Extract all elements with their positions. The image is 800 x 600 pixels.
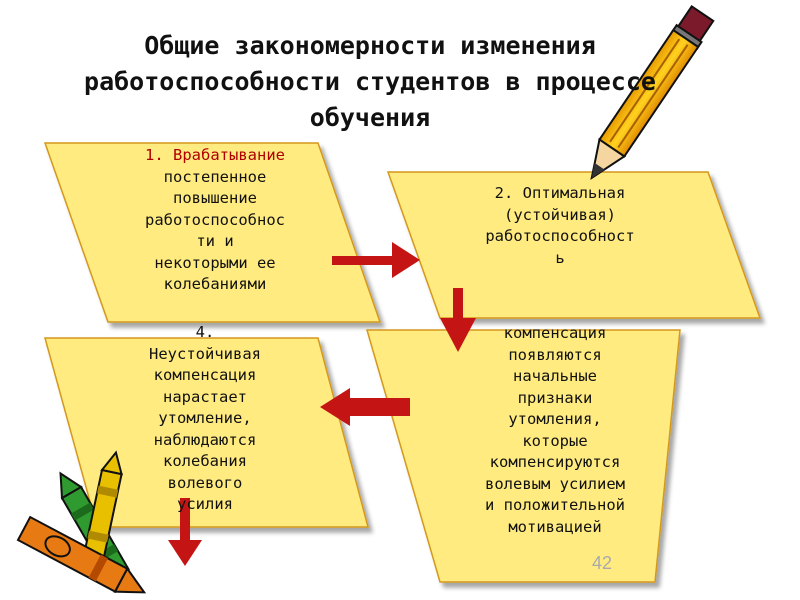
arrow-down-bottom-icon	[168, 498, 202, 566]
block-3-line: начальные	[513, 367, 597, 385]
block-4-line: утомление,	[158, 409, 252, 427]
block-3-line: и положительной	[485, 496, 625, 514]
arrow-left-icon	[320, 388, 410, 426]
block-1-line: некоторыми ее	[154, 253, 276, 272]
arrow-right-icon	[332, 242, 420, 278]
block-4-line: колебания	[163, 452, 247, 470]
block-2-line: работоспособност	[485, 227, 635, 245]
block-4-line: волевого	[167, 473, 243, 492]
block-1-shape	[43, 142, 382, 323]
block-1-text: 1. Врабатывание постепенное повышение ра…	[110, 145, 320, 296]
page-title: Общие закономерности изменения работоспо…	[84, 31, 656, 132]
block-4-line: усилия	[177, 495, 233, 513]
block-3-line: компенсируются	[489, 453, 621, 471]
block-1-line: постепенное	[163, 167, 267, 186]
block-4-shape	[44, 337, 369, 528]
block-4-line: 4.	[195, 323, 215, 341]
block-2-text: 2. Оптимальная (устойчивая) работоспособ…	[450, 183, 670, 269]
block-1-line: колебаниями	[163, 275, 267, 293]
page-number: 42	[592, 553, 613, 573]
block-3-line: компенсация	[503, 324, 607, 342]
block-3-line: появляются	[508, 345, 602, 364]
block-4-line: компенсация	[153, 366, 257, 384]
pencil-icon	[590, 5, 715, 180]
block-3-line: мотивацией	[508, 517, 602, 536]
block-3-text: компенсация появляются начальные признак…	[440, 323, 670, 538]
block-4-line: наблюдаются	[153, 430, 257, 449]
block-3-line: волевым усилием	[485, 474, 625, 493]
block-3-line: утомления,	[508, 410, 602, 428]
block-2-heading: 2. Оптимальная	[494, 184, 626, 202]
block-3-shape	[366, 329, 681, 583]
block-3-line: которые	[522, 431, 588, 450]
block-4-text: 4. Неустойчивая компенсация нарастает ут…	[95, 322, 315, 516]
block-4-line: Неустойчивая	[149, 344, 261, 363]
block-1-heading: 1. Врабатывание	[145, 146, 285, 164]
block-1-line: ти и	[196, 232, 234, 250]
crayons-icon	[16, 450, 147, 594]
block-2-line: ь	[555, 248, 565, 267]
block-3-line: признаки	[517, 388, 593, 407]
block-4-line: нарастает	[163, 387, 247, 406]
block-2-line: (устойчивая)	[504, 205, 616, 224]
block-1-line: работоспособнос	[145, 210, 285, 229]
arrow-down-icon	[440, 288, 476, 352]
block-1-line: повышение	[173, 189, 257, 207]
